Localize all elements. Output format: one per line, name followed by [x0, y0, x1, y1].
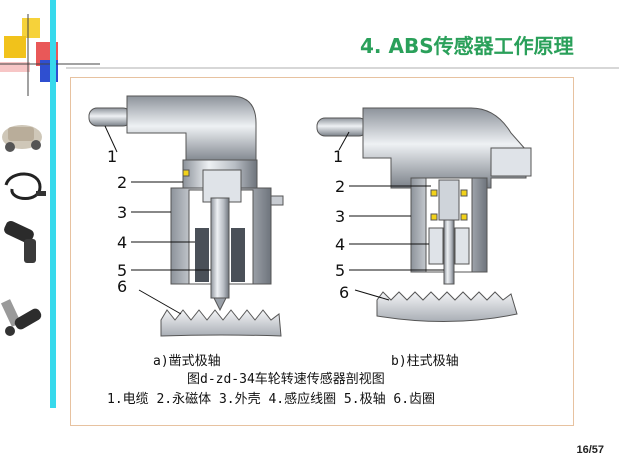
- part-number-1-right: 1: [333, 147, 343, 166]
- label-cylinder-pole: b)柱式极轴: [391, 354, 459, 369]
- part-number-3-left: 3: [117, 203, 127, 222]
- figure-legend: 1.电缆 2.永磁体 3.外壳 4.感应线圈 5.极轴 6.齿圈: [107, 392, 436, 407]
- figure-caption: 图d-zd-34车轮转速传感器剖视图: [187, 372, 385, 387]
- part-number-5-left: 5: [117, 261, 127, 280]
- page-number: 16/57: [576, 444, 604, 456]
- left-accent-bar: [50, 0, 56, 408]
- part-number-1-left: 1: [107, 147, 117, 166]
- part-number-3-right: 3: [335, 207, 345, 226]
- thumbnail-column: [0, 125, 46, 336]
- part-number-4-left: 4: [117, 233, 127, 252]
- part-number-6-left: 6: [117, 277, 127, 296]
- sensor-cable-icon: [4, 172, 46, 200]
- slide-title: 4. ABS传感器工作原理: [360, 34, 574, 58]
- part-number-4-right: 4: [335, 235, 345, 254]
- sensor-cutaway-drawing: 1 2 3 4 5 6 1 2 3 4 5 6: [88, 95, 532, 337]
- chisel-pole-sensor: [88, 95, 284, 337]
- part-number-2-right: 2: [335, 177, 345, 196]
- cylinder-pole-sensor: [316, 107, 532, 322]
- part-number-2-left: 2: [117, 173, 127, 192]
- label-chisel-pole: a)凿式极轴: [153, 354, 221, 369]
- wheel-speed-sensor-icon: [4, 220, 36, 263]
- car-chassis-icon: [2, 125, 42, 152]
- part-number-5-right: 5: [335, 261, 345, 280]
- bracket-sensor-icon: [0, 299, 42, 336]
- sensor-figure: 1 2 3 4 5 6 1 2 3 4 5 6 a)凿式极轴 b)柱式极轴 图d…: [70, 77, 574, 426]
- title-divider: [66, 67, 619, 69]
- part-number-6-right: 6: [339, 283, 349, 302]
